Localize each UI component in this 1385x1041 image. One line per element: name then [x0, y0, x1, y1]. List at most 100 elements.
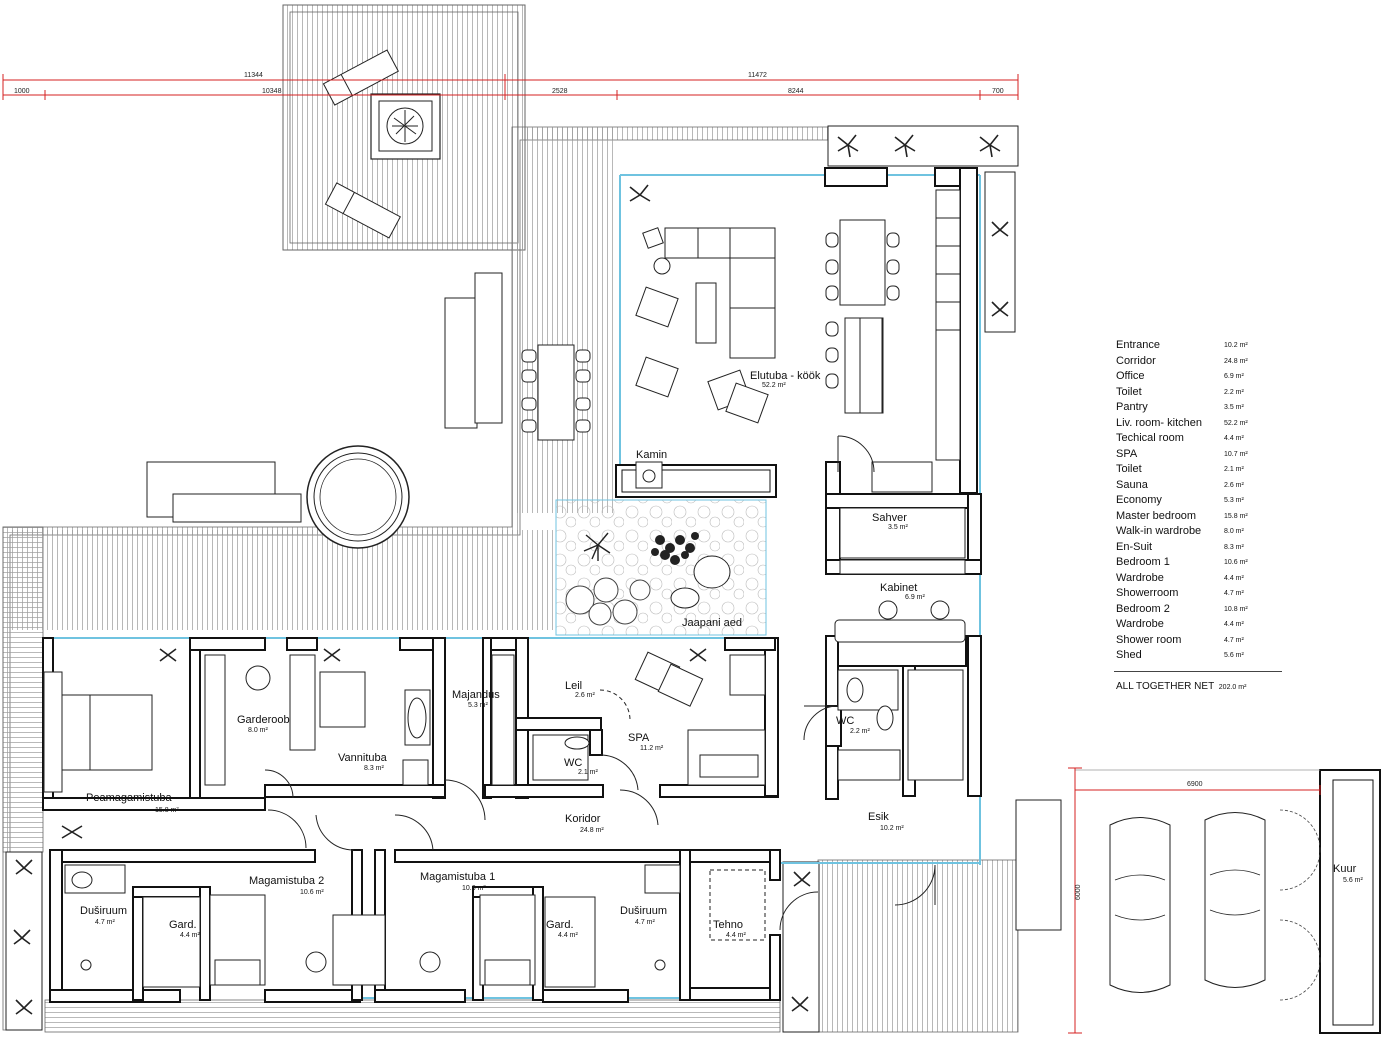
room-vannituba-area: 8.3 m²: [364, 765, 385, 772]
outdoor-bench: [444, 272, 503, 429]
legend-name: Toilet: [1116, 463, 1142, 475]
firepit: [370, 93, 441, 160]
room-magamistuba1-area: 10.6 m²: [462, 885, 486, 892]
room-tehno-name: Tehno: [713, 919, 743, 931]
legend-area: 5.3 m²: [1224, 497, 1244, 504]
legend-name: Wardrobe: [1116, 571, 1164, 584]
room-majandus-area: 5.3 m²: [468, 702, 489, 709]
room-dusiruum-l-area: 4.7 m²: [95, 919, 116, 926]
room-spa-name: SPA: [628, 732, 650, 744]
room-wc-entry-area: 2.2 m²: [850, 728, 871, 735]
legend-row: Toilet 2.1 m²: [1114, 463, 1286, 479]
room-kamin-name: Kamin: [636, 449, 667, 461]
legend-total-label: ALL TOGETHER NET: [1116, 681, 1214, 692]
dim-part-4: 8244: [788, 88, 804, 95]
legend-name: Shower room: [1116, 633, 1182, 646]
room-leil-name: Leil: [565, 680, 582, 692]
legend-area: 10.7 m²: [1224, 450, 1248, 458]
legend-area: 4.4 m²: [1224, 435, 1244, 442]
legend-area: 2.2 m²: [1224, 388, 1244, 396]
legend-name: Corridor: [1116, 354, 1156, 367]
room-koridor-area: 24.8 m²: [580, 827, 604, 834]
legend-area: 10.8 m²: [1224, 605, 1248, 613]
room-dusiruum-r-name: Duširuum: [620, 905, 667, 917]
sun-loungers: [322, 49, 401, 239]
dimension-lines: [2, 74, 1321, 1034]
room-garderoob-area: 8.0 m²: [248, 727, 269, 734]
legend-row: Entrance 10.2 m²: [1114, 339, 1286, 355]
legend-area: 4.4 m²: [1224, 574, 1244, 582]
legend-row: Toilet 2.2 m²: [1114, 386, 1286, 402]
legend-name: Showerroom: [1116, 587, 1179, 599]
legend-total-area: 202.0 m²: [1218, 684, 1247, 691]
legend-area: 4.7 m²: [1224, 590, 1244, 597]
plants: [13, 134, 1009, 1015]
dim-garage-depth: 6000: [1075, 884, 1082, 900]
room-elutuba-name: Elutuba - köök: [750, 370, 821, 382]
legend-area: 6.9 m²: [1224, 373, 1244, 380]
room-vannituba-name: Vannituba: [338, 752, 388, 764]
room-kuur-area: 5.6 m²: [1343, 877, 1364, 884]
legend-area: 8.0 m²: [1224, 528, 1244, 535]
room-esik-area: 10.2 m²: [880, 825, 904, 832]
legend-area: 15.8 m²: [1224, 512, 1248, 520]
legend-name: Economy: [1116, 494, 1162, 506]
legend-name: Toilet: [1116, 385, 1142, 398]
legend-name: Master bedroom: [1116, 509, 1197, 522]
legend-area: 10.2 m²: [1224, 342, 1248, 349]
legend-name: Bedroom 1: [1116, 556, 1170, 568]
legend-row: Walk-in wardrobe 8.0 m²: [1114, 525, 1286, 541]
room-dusiruum-l-name: Duširuum: [80, 905, 127, 917]
legend-row: Bedroom 1 10.6 m²: [1114, 556, 1286, 572]
room-gard-l-name: Gard.: [169, 919, 197, 931]
legend-name: Entrance: [1116, 339, 1161, 351]
legend-area: 3.5 m²: [1224, 404, 1244, 411]
room-jaapani-name: Jaapani aed: [682, 617, 742, 629]
room-magamistuba1-name: Magamistuba 1: [420, 871, 495, 883]
legend-name: Liv. room- kitchen: [1116, 416, 1202, 429]
legend-name: En-Suit: [1116, 540, 1153, 553]
legend-name: Pantry: [1116, 401, 1148, 413]
room-tehno-area: 4.4 m²: [726, 932, 747, 939]
dim-part-2: 10348: [262, 88, 282, 95]
room-kabinet-area: 6.9 m²: [905, 594, 926, 601]
legend-area: 52.2 m²: [1224, 419, 1248, 427]
legend-name: SPA: [1116, 447, 1138, 460]
legend-row: Pantry 3.5 m²: [1114, 401, 1286, 417]
outdoor-sofa: [146, 461, 302, 523]
room-gard-r-area: 4.4 m²: [558, 932, 579, 939]
legend-name: Techical room: [1116, 432, 1184, 444]
room-esik-name: Esik: [868, 811, 889, 823]
dim-garage-width: 6900: [1187, 781, 1203, 788]
room-gard-r-name: Gard.: [546, 919, 574, 931]
hot-tub: [306, 445, 410, 549]
room-wc-spa-name: WC: [564, 757, 582, 769]
dim-part-3: 2528: [552, 88, 568, 95]
legend-row: Showerroom 4.7 m²: [1114, 587, 1286, 603]
room-peamagamistuba-area: 15.8 m²: [155, 807, 179, 814]
room-majandus-name: Majandus: [452, 689, 500, 701]
japanese-garden: [555, 499, 767, 636]
room-garderoob-name: Garderoob: [237, 714, 290, 726]
room-peamagamistuba-name: Peamagamistuba: [86, 792, 172, 804]
legend-total: ALL TOGETHER NET 202.0 m²: [1116, 681, 1246, 692]
legend-area: 2.1 m²: [1224, 466, 1244, 473]
dim-top-total-1: 11344: [244, 72, 263, 79]
legend-row: Techical room 4.4 m²: [1114, 432, 1286, 448]
room-magamistuba2-name: Magamistuba 2: [249, 875, 324, 887]
legend-divider: [1114, 671, 1282, 672]
legend-name: Shed: [1116, 649, 1142, 661]
room-koridor-name: Koridor: [565, 813, 601, 825]
dim-top-total-2: 11472: [748, 72, 767, 79]
legend-name: Walk-in wardrobe: [1116, 525, 1202, 537]
legend-area: 10.6 m²: [1224, 559, 1248, 566]
room-gard-l-area: 4.4 m²: [180, 932, 201, 939]
